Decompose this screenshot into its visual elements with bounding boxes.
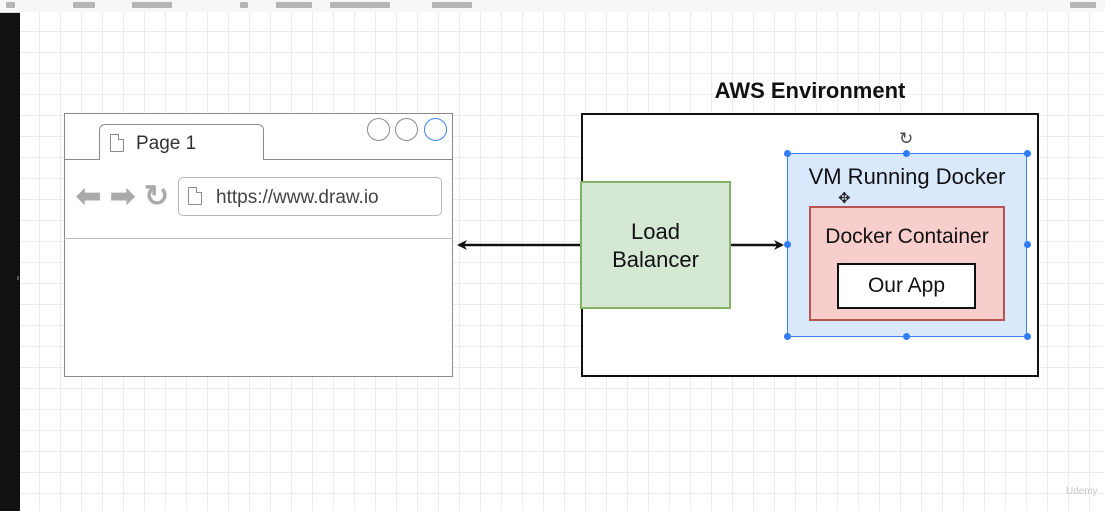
rotate-handle-icon[interactable]: ↻ [899,129,914,148]
page-icon [110,134,124,152]
resize-handle[interactable] [784,241,791,248]
move-cursor-icon: ✥ [838,190,851,207]
toolbar-icon[interactable] [276,2,312,8]
toolbar-icon[interactable] [240,2,248,8]
load-balancer-label: Load Balancer [580,218,731,274]
window-maximize-icon[interactable] [395,118,418,141]
our-app-label: Our App [867,274,946,297]
toolbar-icon[interactable] [1070,2,1096,8]
load-balancer-label-line: Balancer [612,247,699,272]
url-page-icon [188,187,202,205]
browser-tab[interactable] [99,124,264,160]
toolbar-icon[interactable] [132,2,172,8]
our-app-box[interactable] [837,263,976,309]
back-arrow-icon[interactable]: ⬅ [76,180,102,213]
toolbar-icon[interactable] [432,2,472,8]
resize-handle[interactable] [1024,241,1031,248]
url-text: https://www.draw.io [216,187,379,208]
resize-handle[interactable] [784,333,791,340]
watermark: Udemy [1066,486,1098,497]
url-bar[interactable] [178,177,442,216]
load-balancer-label-line: Load [631,219,680,244]
toolbar-icon[interactable] [330,2,390,8]
window-close-icon[interactable] [424,118,447,141]
resize-handle[interactable] [1024,333,1031,340]
reload-icon[interactable]: ↻ [144,180,170,213]
resize-handle[interactable] [1024,150,1031,157]
address-bar-separator [64,238,453,239]
window-minimize-icon[interactable] [367,118,390,141]
forward-arrow-icon[interactable]: ➡ [110,180,136,213]
aws-environment-title[interactable]: AWS Environment [714,78,906,103]
resize-handle[interactable] [903,150,910,157]
toolbar-icon[interactable] [73,2,95,8]
toolbar-icon[interactable] [6,2,15,8]
docker-container-label: Docker Container [825,225,989,248]
tab-bar-line [64,159,100,160]
resize-handle[interactable] [903,333,910,340]
load-balancer-box[interactable] [580,181,731,309]
tab-bar-line [263,159,453,160]
resize-handle[interactable] [784,150,791,157]
canvas-edge-marker [17,276,19,280]
vm-label: VM Running Docker [808,164,1006,189]
tab-label: Page 1 [136,133,197,154]
